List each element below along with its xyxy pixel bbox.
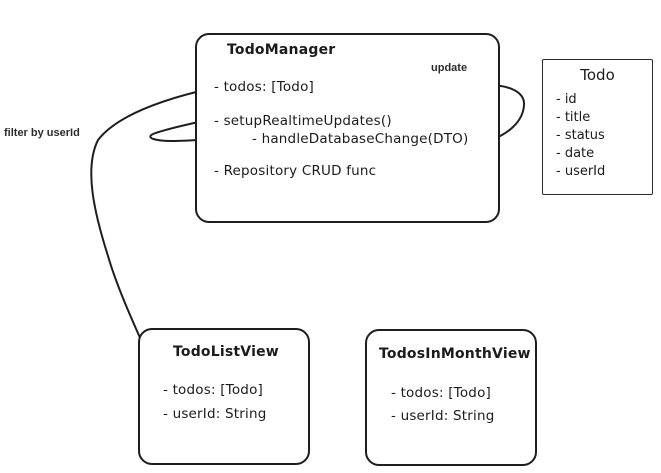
member-todos: - todos: [Todo]: [214, 79, 314, 95]
class-box-todo-manager[interactable]: TodoManager - todos: [Todo] - setupRealt…: [195, 33, 500, 223]
member-id: - id: [556, 92, 577, 107]
filter-arrow-label[interactable]: filter by userId: [4, 127, 80, 139]
member-title: - title: [556, 110, 591, 125]
update-arrow-label[interactable]: update: [431, 62, 468, 74]
member-repository-crud: - Repository CRUD func: [214, 163, 377, 179]
todo-members: - id - title - status - date - userId: [556, 91, 605, 181]
member-todos: - todos: [Todo]: [163, 382, 263, 398]
class-title-todos-in-month-view: TodosInMonthView: [379, 346, 531, 362]
class-box-todos-in-month-view[interactable]: TodosInMonthView - todos: [Todo] - userI…: [365, 329, 537, 466]
class-box-todo[interactable]: Todo - id - title - status - date - user…: [542, 59, 653, 195]
class-title-todo: Todo: [580, 66, 615, 84]
member-user-id: - userId: [556, 164, 606, 179]
member-setup-realtime-updates: - setupRealtimeUpdates(): [214, 113, 392, 129]
class-box-todo-list-view[interactable]: TodoListView - todos: [Todo] - userId: S…: [138, 328, 310, 465]
member-todos: - todos: [Todo]: [391, 385, 491, 401]
member-user-id: - userId: String: [391, 408, 495, 424]
class-title-todo-manager: TodoManager: [227, 42, 336, 58]
class-title-todo-list-view: TodoListView: [173, 344, 279, 360]
member-status: - status: [556, 128, 605, 143]
member-handle-database-change: - handleDatabaseChange(DTO): [252, 131, 469, 147]
member-date: - date: [556, 146, 595, 161]
member-user-id: - userId: String: [163, 406, 267, 422]
